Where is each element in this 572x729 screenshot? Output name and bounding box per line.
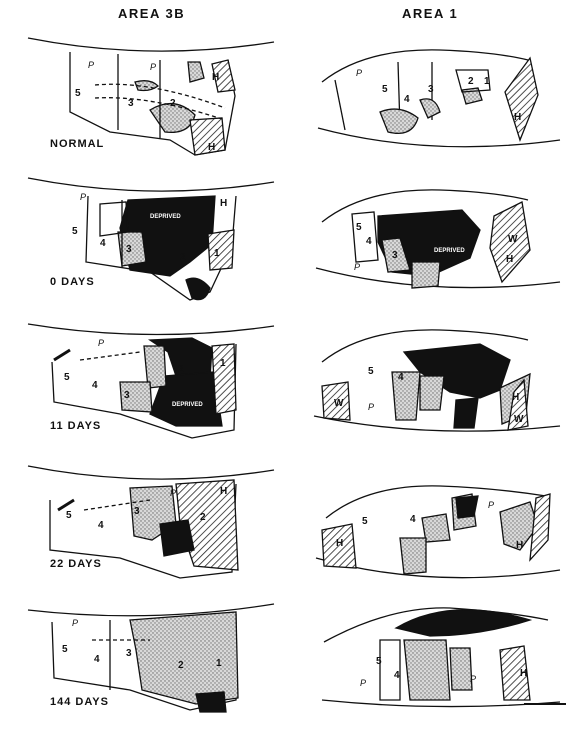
label-2: 2 xyxy=(170,98,176,109)
label-w: W xyxy=(508,234,518,245)
label-5: 5 xyxy=(72,226,78,237)
label-deprived: DEPRIVED xyxy=(172,402,203,408)
label-4: 4 xyxy=(94,654,100,665)
label-2: 2 xyxy=(178,660,184,671)
label-5: 5 xyxy=(362,516,368,527)
label-1: 1 xyxy=(214,248,220,259)
label-w: W xyxy=(514,414,524,425)
label-2: 2 xyxy=(178,364,184,375)
label-2: 2 xyxy=(468,76,474,87)
map-area-3b-22-days xyxy=(28,466,274,578)
label-1: 1 xyxy=(484,76,490,87)
label-5: 5 xyxy=(66,510,72,521)
map-area-1-22-days xyxy=(316,486,560,578)
label-4: 4 xyxy=(366,236,372,247)
label-p: P xyxy=(80,192,86,202)
map-area-1-normal xyxy=(318,50,560,147)
map-area-1-0-days xyxy=(316,190,560,288)
label-3: 3 xyxy=(392,250,398,261)
label-h: H xyxy=(506,254,513,265)
label-4: 4 xyxy=(404,94,410,105)
label-p: P xyxy=(150,62,156,72)
label-p: P xyxy=(488,500,494,510)
label-deprived: DEPRIVED xyxy=(150,214,181,220)
map-area-3b-0-days xyxy=(28,178,274,300)
label-p: P xyxy=(72,618,78,628)
label-h: H xyxy=(220,198,227,209)
label-p: P xyxy=(368,402,374,412)
label-4: 4 xyxy=(98,520,104,531)
label-p: P xyxy=(354,262,360,272)
label-4: 4 xyxy=(410,514,416,525)
label-4: 4 xyxy=(100,238,106,249)
label-5: 5 xyxy=(64,372,70,383)
label-p: P xyxy=(470,674,476,684)
label-5: 5 xyxy=(376,656,382,667)
label-4: 4 xyxy=(394,670,400,681)
label-h: H xyxy=(516,540,523,551)
map-area-3b-144-days xyxy=(28,604,274,712)
label-h: H xyxy=(212,72,219,83)
label-p: P xyxy=(356,68,362,78)
label-3: 3 xyxy=(428,84,434,95)
label-3: 3 xyxy=(126,244,132,255)
label-5: 5 xyxy=(62,644,68,655)
label-5: 5 xyxy=(382,84,388,95)
label-w: W xyxy=(334,398,344,409)
label-1: 1 xyxy=(216,658,222,669)
label-3: 3 xyxy=(134,506,140,517)
label-4: 4 xyxy=(398,372,404,383)
label-5: 5 xyxy=(356,222,362,233)
map-area-3b-normal xyxy=(28,38,274,155)
label-3: 3 xyxy=(126,648,132,659)
label-h: H xyxy=(514,112,521,123)
label-2: 2 xyxy=(200,512,206,523)
label-3: 3 xyxy=(124,390,130,401)
label-p: P xyxy=(98,338,104,348)
label-h: H xyxy=(520,668,527,679)
map-area-1-144-days xyxy=(322,608,566,707)
label-1: 1 xyxy=(220,358,226,369)
label-h: H xyxy=(208,142,215,153)
label-h: H xyxy=(336,538,343,549)
label-p: P xyxy=(170,488,176,498)
label-5: 5 xyxy=(75,88,81,99)
label-deprived: DEPRIVED xyxy=(434,248,465,254)
label-4: 4 xyxy=(92,380,98,391)
label-p: P xyxy=(88,60,94,70)
label-5: 5 xyxy=(368,366,374,377)
label-p: P xyxy=(360,678,366,688)
label-h: H xyxy=(512,392,519,403)
label-h: H xyxy=(220,486,227,497)
label-3: 3 xyxy=(128,98,134,109)
label-2: 2 xyxy=(180,252,186,263)
